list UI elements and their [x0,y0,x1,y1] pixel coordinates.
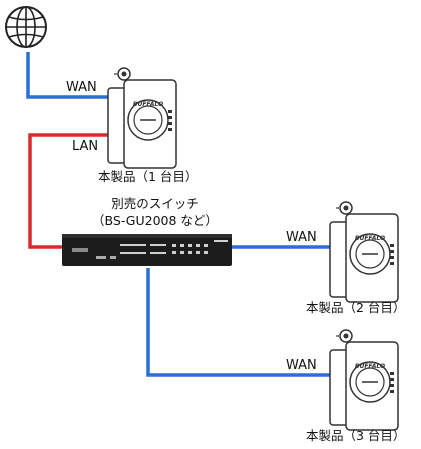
product-2-caption: 本製品（2 台目） [306,300,406,315]
lan-line-top [28,133,108,249]
wan-label-top: WAN [66,80,97,95]
product-1-router-icon: BUFFALO [107,67,177,169]
globe-icon [5,6,47,48]
wan-label-product-3: WAN [286,358,317,373]
switch-caption-line2: （BS-GU2008 など） [92,213,218,228]
product-1-logo: BUFFALO [133,101,163,108]
product-1-caption: 本製品（1 台目） [98,169,198,184]
lan-label-top: LAN [72,139,99,154]
product-2-router-icon: BUFFALO [329,201,399,303]
switch-caption-line1: 別売のスイッチ [111,196,199,211]
wan-label-product-2: WAN [286,230,317,245]
wan-line-top [26,52,108,99]
product-3-router-icon: BUFFALO [329,329,399,431]
product-3-logo: BUFFALO [355,363,385,370]
product-3-caption: 本製品（3 台目） [306,428,406,443]
wan-line-product-3 [146,268,330,377]
network-switch-icon [62,234,232,266]
product-2-logo: BUFFALO [355,235,385,242]
